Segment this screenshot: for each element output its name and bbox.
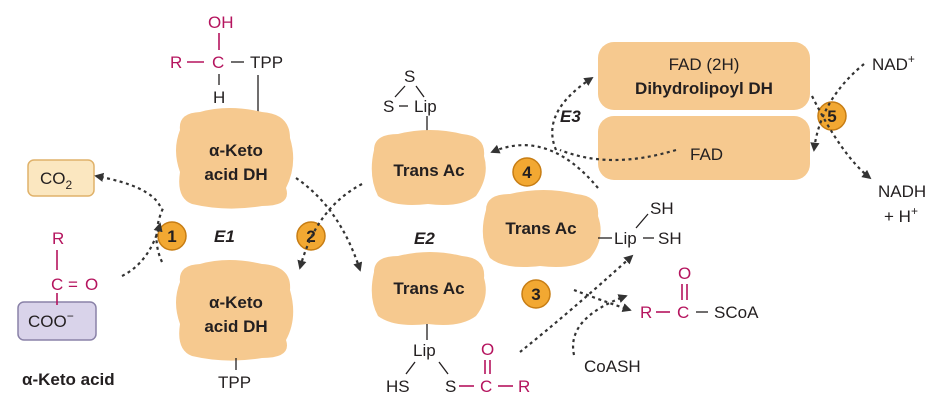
e1-top-line1: α-Keto (209, 141, 263, 160)
substrate-r: R (52, 229, 64, 248)
s-s-bond (394, 85, 406, 98)
lip-s-bond (438, 361, 449, 375)
hydroxyl-oh: OH (208, 13, 234, 32)
e1-top-enzyme (176, 108, 294, 209)
tpp-top-label: TPP (250, 53, 283, 72)
lip-bottom-label: Lip (413, 341, 436, 360)
arrow-step1-arc (155, 205, 165, 263)
scoa-label: SCoA (714, 303, 759, 322)
step-3-number: 3 (531, 285, 540, 304)
fad-label: FAD (690, 145, 723, 164)
arrow-substrate-in (121, 222, 163, 277)
nadh-label: NADH (878, 182, 926, 201)
h-plus-label: + H+ (884, 204, 918, 226)
nad-label: NAD+ (872, 52, 915, 74)
step-5-badge (817, 101, 847, 131)
step-3-badge (521, 279, 551, 309)
substrate-eq: = (68, 275, 78, 294)
dihydrolipoyl-dh-lower (598, 116, 810, 180)
trans-ac-top-enzyme (371, 130, 486, 205)
arrow-co2-out (94, 172, 161, 207)
thioester-s: S (445, 377, 456, 396)
arrow-nad-in (810, 63, 865, 152)
hydroxyl-r: R (170, 53, 182, 72)
lip-top-label: Lip (414, 97, 437, 116)
substrate-o: O (85, 275, 98, 294)
trans-ac-top-label: Trans Ac (393, 161, 464, 180)
dihydrolipoyl-label: Dihydrolipoyl DH (635, 79, 773, 98)
arrow-step4 (490, 144, 599, 189)
trans-ac-bottom-label: Trans Ac (393, 279, 464, 298)
hydroxyl-h: H (213, 88, 225, 107)
step-5-number: 5 (827, 107, 836, 126)
step-1-number: 1 (167, 227, 176, 246)
lip-middle-label: Lip (614, 229, 637, 248)
e1-label: E1 (214, 227, 235, 246)
acylcoa-c: C (677, 303, 689, 322)
co2-box (27, 159, 95, 197)
dihydrolipoyl-dh-upper (598, 42, 810, 110)
carboxylate-label: COO− (28, 309, 74, 331)
trans-ac-middle-label: Trans Ac (505, 219, 576, 238)
substrate-c: C (51, 275, 63, 294)
arrow-e1-to-e2 (295, 177, 363, 272)
thioester-o: O (481, 340, 494, 359)
thioester-r: R (518, 377, 530, 396)
e3-label: E3 (560, 107, 581, 126)
lip-hs-bond (405, 361, 416, 375)
thioester-c: C (480, 377, 492, 396)
lip-sh-upper-bond (635, 213, 649, 229)
e1-bottom-enzyme (176, 260, 294, 361)
disulfide-s-top: S (404, 67, 415, 86)
e2-label: E2 (414, 229, 435, 248)
arrow-to-acylcoa (573, 288, 632, 313)
co2-label: CO2 (40, 169, 73, 192)
disulfide-s-left: S (383, 97, 394, 116)
hydroxyl-c: C (212, 53, 224, 72)
step-1-badge (157, 221, 187, 251)
trans-ac-bottom-enzyme (371, 252, 486, 325)
hs-label: HS (386, 377, 410, 396)
sh-lower: SH (658, 229, 682, 248)
tpp-bottom-label: TPP (218, 373, 251, 392)
e1-top-line2: acid DH (204, 165, 267, 184)
e1-bottom-line2: acid DH (204, 317, 267, 336)
coash-label: CoASH (584, 357, 641, 376)
arrow-nadh-out (811, 95, 872, 180)
arrow-coash-in (571, 294, 628, 356)
sh-upper: SH (650, 199, 674, 218)
trans-ac-middle-enzyme (482, 190, 601, 267)
acylcoa-o: O (678, 264, 691, 283)
step-4-badge (512, 157, 542, 187)
s-lip-bond (415, 85, 425, 98)
e1-bottom-line1: α-Keto (209, 293, 263, 312)
arrow-fad-to-e2 (559, 148, 677, 162)
arrow-thioester-to-lip (519, 254, 634, 353)
keto-acid-label: α-Keto acid (22, 370, 115, 389)
step-4-number: 4 (522, 163, 532, 182)
fad-2h-label: FAD (2H) (669, 55, 740, 74)
acylcoa-r: R (640, 303, 652, 322)
arrow-e3-up (551, 76, 594, 151)
